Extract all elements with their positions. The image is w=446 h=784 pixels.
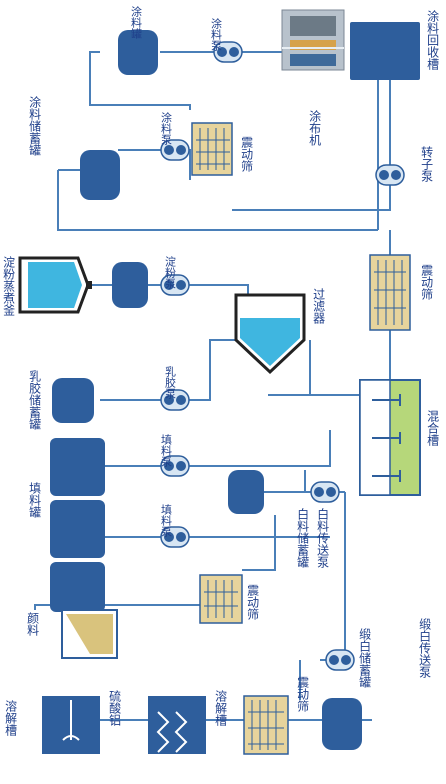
white-storage-tank: [228, 470, 264, 514]
starch-cooker: [18, 256, 92, 314]
satin-white-storage-tank: [322, 698, 362, 750]
label-dissolving-tank-2: 溶解槽: [213, 690, 228, 726]
aluminum-sulfate-tank: [148, 696, 206, 754]
label-filler-pump-1: 填料泵: [159, 434, 173, 467]
filler-tank-1: [50, 438, 105, 496]
label-dissolving-tank: 溶解槽: [3, 700, 18, 736]
coating-storage-tank: [80, 150, 120, 200]
vibrating-screen-top: [191, 122, 233, 176]
vibrating-screen-mid: [199, 574, 243, 624]
label-vibrating-screen-top: 震动筛: [239, 136, 254, 172]
label-coating-pump-mid: 涂料泵: [159, 112, 173, 145]
vibrating-screen-bottom: [243, 695, 289, 755]
vibrating-screen-right: [369, 254, 411, 331]
coater-machine: [281, 9, 345, 71]
label-coater: 涂布机: [307, 110, 322, 146]
label-latex-pump: 乳胶泵: [163, 366, 177, 399]
label-satin-white-pump: 缎白传送泵: [417, 618, 432, 678]
label-filler-tank: 填料罐: [27, 482, 42, 518]
label-vibrating-screen-right: 震动筛: [419, 264, 434, 300]
filler-tank-2: [50, 500, 105, 558]
label-rotor-pump: 转子泵: [419, 146, 434, 182]
coating-tank: [118, 30, 158, 75]
label-white-transfer-pump: 白料传送泵: [315, 508, 330, 568]
label-filler-pump-2: 填料泵: [159, 504, 173, 537]
label-white-storage-tank: 白料储蓄罐: [295, 508, 310, 568]
filter: [234, 293, 306, 375]
filler-tank-3: [50, 562, 105, 612]
label-filter: 过滤器: [311, 288, 326, 324]
label-vibrating-screen-bottom: 震动筛: [295, 676, 310, 712]
label-coating-storage-tank: 涂料储蓄罐: [27, 96, 42, 156]
label-latex-storage-tank: 乳胶储蓄罐: [27, 370, 42, 430]
label-coating-pump-top: 涂料泵: [209, 18, 223, 51]
white-transfer-pump: [310, 481, 340, 503]
pigment-tank: [61, 609, 118, 659]
satin-white-pump: [325, 649, 355, 671]
rotor-pump: [375, 164, 405, 186]
mixing-tank: [359, 379, 421, 496]
label-aluminum-sulfate: 硫酸铝: [107, 690, 122, 726]
label-satin-white-storage-tank: 缎白储蓄罐: [357, 628, 372, 688]
label-starch-pump: 淀粉泵: [163, 256, 177, 289]
dissolving-tank: [42, 696, 100, 754]
latex-storage-tank: [52, 378, 94, 423]
recovery-tank: [350, 22, 420, 80]
label-starch-cooker: 淀粉蒸煮釜: [1, 256, 16, 316]
label-pigment: 颜料: [25, 612, 40, 636]
label-mixing-tank: 混合槽: [425, 410, 440, 446]
label-coating-tank: 涂料罐: [129, 6, 143, 39]
starch-tank: [112, 262, 148, 308]
label-vibrating-screen-mid: 震动筛: [245, 584, 260, 620]
label-recovery-tank: 涂料回收槽: [425, 10, 440, 70]
